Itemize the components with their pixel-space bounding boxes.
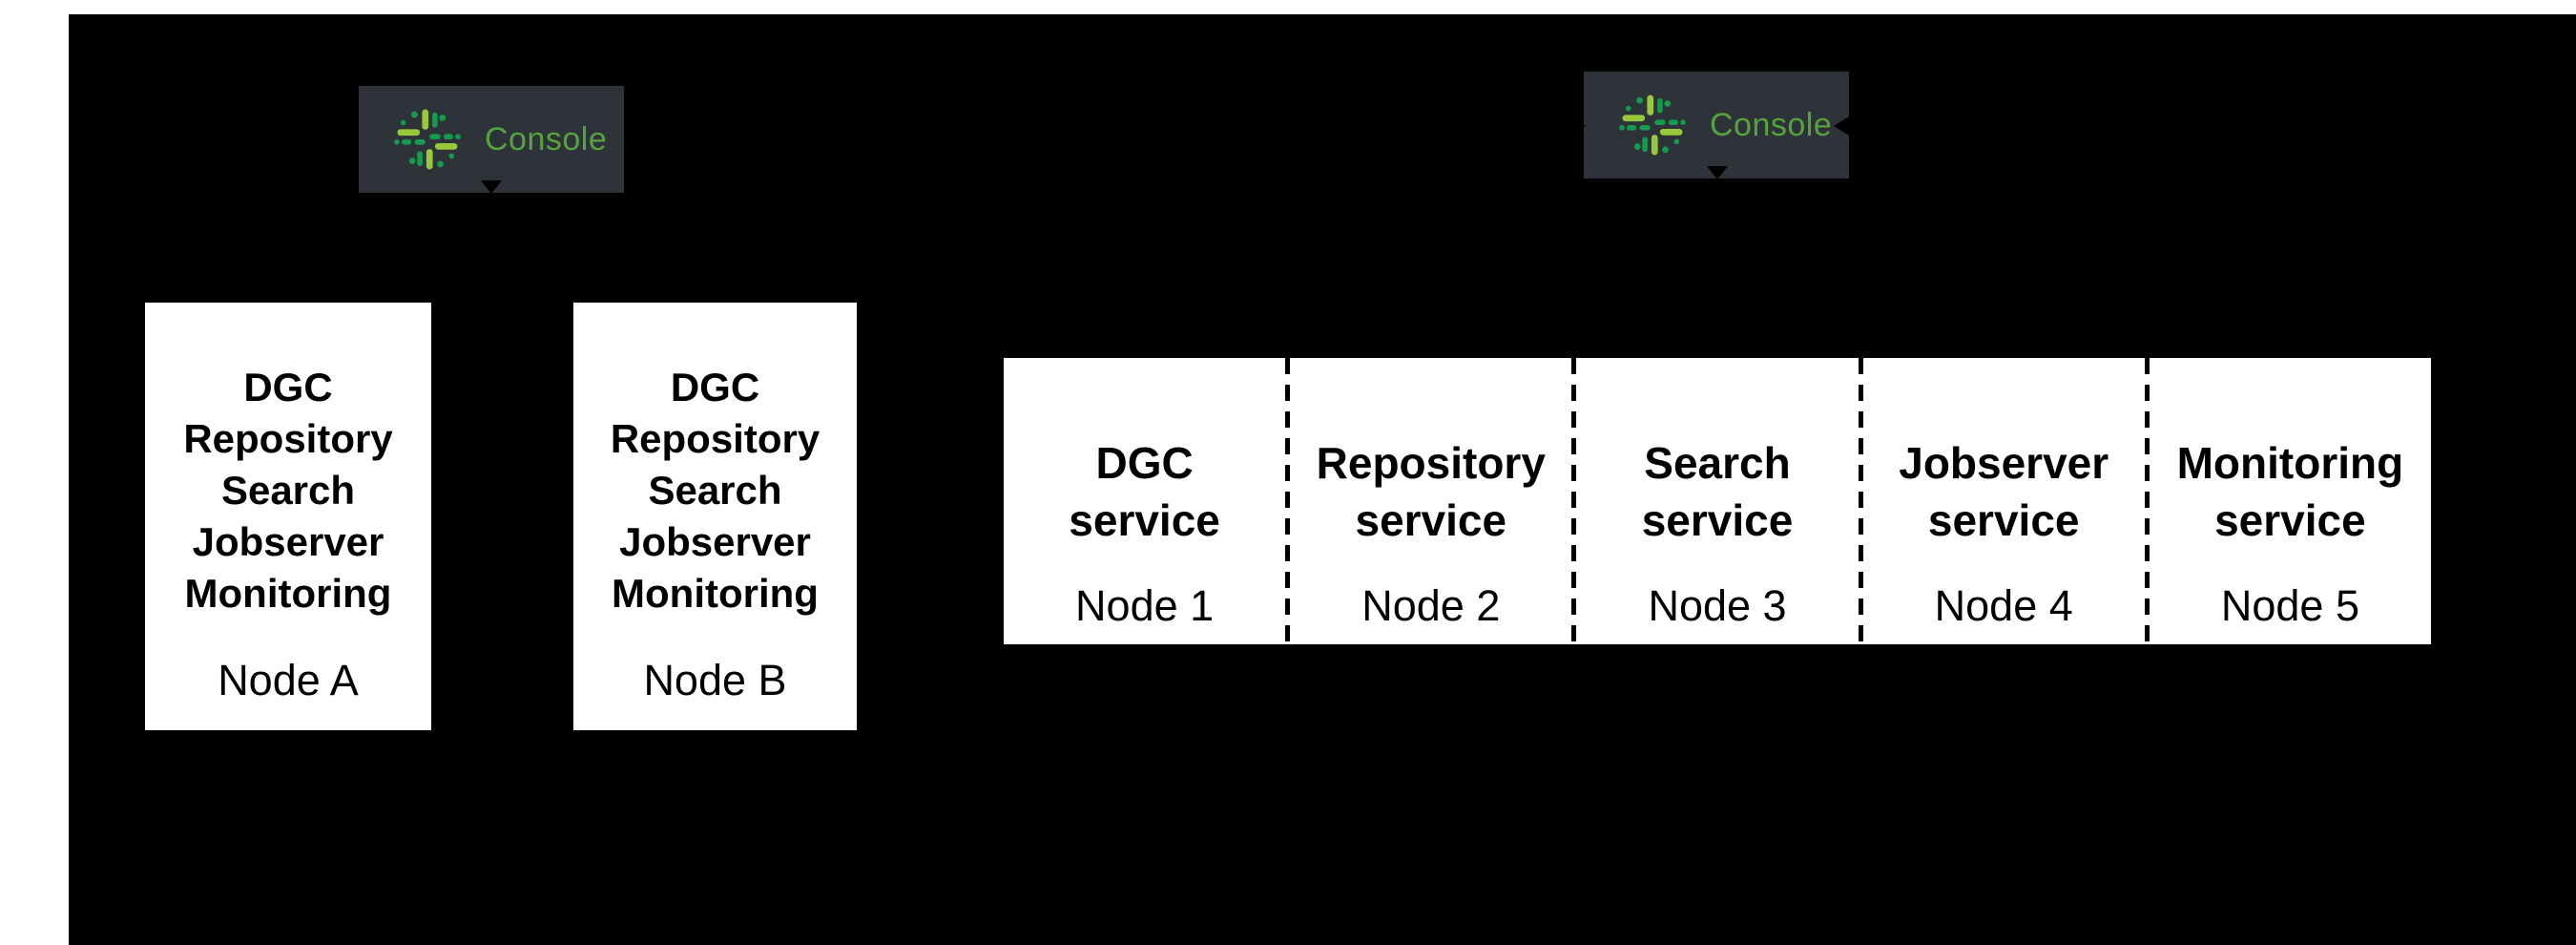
console-badge-label: Console [1710, 106, 1833, 143]
service-name: Jobserver [619, 519, 811, 564]
ha-node-box-a: DGC Repository Search Jobserver Monitori… [145, 303, 431, 730]
node-label: Node 4 [1934, 581, 2073, 630]
distributed-services-row: DGC service Node 1 Repository service No… [1004, 358, 2431, 644]
service-name: Repository [183, 416, 393, 461]
node-label: Node B [643, 656, 787, 704]
service-node-cell: Jobserver service Node 4 [1863, 358, 2145, 644]
service-node-cell: DGC service Node 1 [1004, 358, 1285, 644]
service-node-cell: Repository service Node 2 [1290, 358, 1571, 644]
service-name: DGC [243, 365, 333, 410]
service-name: Jobserver [192, 519, 384, 564]
service-name: Search [648, 468, 782, 513]
service-name: DGC [670, 365, 760, 410]
service-label: DGC service [1069, 438, 1220, 545]
dashed-divider [1285, 358, 1291, 644]
console-badge-label: Console [485, 120, 608, 158]
connector-arrow-right-icon [1570, 116, 1586, 136]
service-name: Repository [610, 416, 821, 461]
console-logo-icon [393, 105, 462, 174]
ha-node-box-b: DGC Repository Search Jobserver Monitori… [573, 303, 857, 730]
node-label: Node 5 [2220, 581, 2359, 630]
service-node-cell: Search service Node 3 [1576, 358, 1858, 644]
service-label: Search service [1641, 438, 1794, 545]
connector-arrow-left-icon [1834, 116, 1849, 136]
service-name-list: DGC Repository Search Jobserver Monitori… [573, 303, 857, 620]
service-node-cell: Monitoring service Node 5 [2150, 358, 2431, 644]
service-name-list: DGC Repository Search Jobserver Monitori… [145, 303, 431, 620]
service-name: Monitoring [612, 571, 819, 616]
node-label: Node A [218, 656, 359, 704]
service-name: Search [220, 468, 356, 513]
console-logo-icon [1618, 91, 1687, 159]
console-badge-left: Console [359, 86, 624, 193]
dashed-divider [1571, 358, 1577, 644]
service-label: Repository service [1316, 438, 1546, 545]
connector-arrow-down-icon [481, 180, 502, 194]
node-label: Node 3 [1648, 581, 1787, 630]
dashed-divider [1858, 358, 1863, 644]
console-badge-right: Console [1584, 72, 1849, 178]
node-label: Node 2 [1361, 581, 1501, 630]
connector-arrow-down-icon [1707, 166, 1728, 179]
service-label: Jobserver service [1899, 438, 2109, 545]
node-label: Node 1 [1075, 581, 1215, 630]
dashed-divider [2144, 358, 2150, 644]
service-name: Monitoring [184, 571, 392, 616]
service-label: Monitoring service [2176, 438, 2404, 545]
